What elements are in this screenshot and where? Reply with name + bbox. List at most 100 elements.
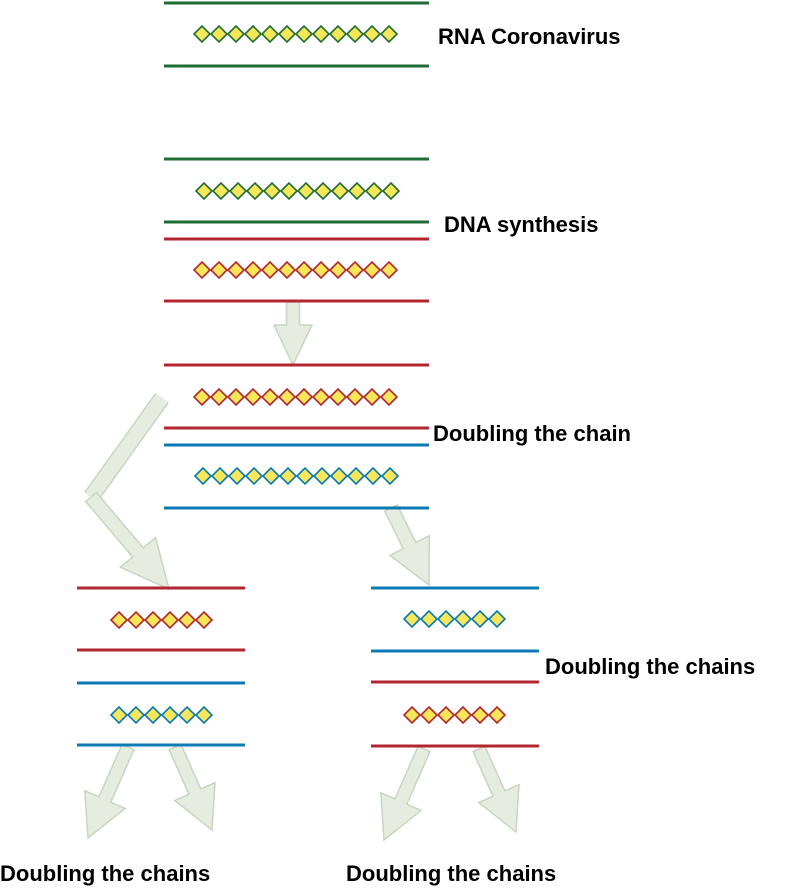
nucleotide-base [453, 609, 473, 629]
nucleotide-base [311, 387, 331, 407]
rna-strand [164, 1, 429, 68]
arrow-to-right-branch [383, 503, 431, 587]
arrow-to-left-branch-shaft [85, 393, 168, 502]
arrow-right-bottom-1 [379, 745, 431, 842]
label-doubling-the-chains-right: Doubling the chains [545, 654, 755, 679]
nucleotide-base [436, 705, 456, 725]
nucleotide-base [362, 260, 382, 280]
label-doubling-the-chains-bottom-right: Doubling the chains [346, 861, 556, 886]
nucleotide-base [402, 705, 422, 725]
nucleotide-base [312, 466, 332, 486]
arrows-layer [83, 301, 520, 842]
nucleotide-base [328, 387, 348, 407]
label-doubling-the-chains-bottom-left: Doubling the chains [0, 861, 210, 886]
label-rna-coronavirus: RNA Coronavirus [438, 24, 621, 49]
nucleotide-base [209, 24, 229, 44]
nucleotide-base [193, 466, 213, 486]
nucleotide-base [211, 181, 231, 201]
label-doubling-the-chain: Doubling the chain [433, 421, 631, 446]
arrow-left-bottom-1 [83, 743, 135, 840]
nucleotide-base [453, 705, 473, 725]
nucleotide-base [379, 260, 399, 280]
nucleotide-base [109, 705, 129, 725]
nucleotide-base [227, 466, 247, 486]
nucleotide-base [311, 24, 331, 44]
nucleotide-base [419, 705, 439, 725]
nucleotide-base [194, 705, 214, 725]
nucleotide-base [362, 24, 382, 44]
nucleotide-base [294, 387, 314, 407]
nucleotide-base [243, 24, 263, 44]
nucleotide-base [177, 705, 197, 725]
nucleotide-base [126, 610, 146, 630]
right-red-strand [371, 680, 539, 748]
nucleotide-base [192, 24, 212, 44]
nucleotide-base [330, 181, 350, 201]
nucleotide-base [329, 466, 349, 486]
doubling-red-strand [164, 363, 429, 430]
dna-synthesis-red-strand [164, 237, 429, 303]
nucleotide-base [294, 24, 314, 44]
arrow-dna-to-doubling [272, 301, 314, 367]
nucleotide-base [402, 609, 422, 629]
nucleotide-base [296, 181, 316, 201]
nucleotide-base [419, 609, 439, 629]
nucleotide-base [210, 466, 230, 486]
left-blue-strand [77, 681, 245, 747]
nucleotide-base [143, 610, 163, 630]
nucleotide-base [209, 387, 229, 407]
nucleotide-base [277, 24, 297, 44]
left-red-strand [77, 586, 245, 652]
arrow-to-left-branch [84, 491, 171, 591]
nucleotide-base [379, 387, 399, 407]
nucleotide-base [262, 181, 282, 201]
nucleotide-base [228, 181, 248, 201]
nucleotide-base [160, 610, 180, 630]
nucleotide-base [364, 181, 384, 201]
nucleotide-base [362, 387, 382, 407]
label-dna-synthesis: DNA synthesis [444, 212, 598, 237]
nucleotide-base [363, 466, 383, 486]
nucleotide-base [209, 260, 229, 280]
nucleotide-base [380, 466, 400, 486]
nucleotide-base [126, 705, 146, 725]
nucleotide-base [279, 181, 299, 201]
nucleotide-base [277, 387, 297, 407]
nucleotide-base [261, 466, 281, 486]
doubling-blue-strand [164, 443, 429, 510]
nucleotide-base [347, 181, 367, 201]
nucleotide-base [194, 181, 214, 201]
nucleotide-base [109, 610, 129, 630]
nucleotide-base [260, 260, 280, 280]
nucleotide-base [226, 387, 246, 407]
nucleotide-base [277, 260, 297, 280]
nucleotide-base [294, 260, 314, 280]
nucleotide-base [192, 260, 212, 280]
nucleotide-base [245, 181, 265, 201]
nucleotide-base [244, 466, 264, 486]
dna-synthesis-rna-strand [164, 157, 429, 224]
right-blue-strand [371, 586, 539, 653]
nucleotide-base [487, 705, 507, 725]
nucleotide-base [379, 24, 399, 44]
nucleotide-base [313, 181, 333, 201]
nucleotide-base [311, 260, 331, 280]
arrow-right-bottom-2 [472, 745, 520, 834]
nucleotide-base [243, 260, 263, 280]
strands-layer [77, 1, 539, 748]
nucleotide-base [177, 610, 197, 630]
nucleotide-base [160, 705, 180, 725]
nucleotide-base [260, 387, 280, 407]
nucleotide-base [436, 609, 456, 629]
nucleotide-base [470, 609, 490, 629]
arrow-left-bottom-2 [168, 743, 216, 832]
nucleotide-base [226, 260, 246, 280]
nucleotide-base [243, 387, 263, 407]
nucleotide-base [328, 24, 348, 44]
nucleotide-base [470, 705, 490, 725]
nucleotide-base [143, 705, 163, 725]
nucleotide-base [192, 387, 212, 407]
nucleotide-base [346, 466, 366, 486]
nucleotide-base [194, 610, 214, 630]
